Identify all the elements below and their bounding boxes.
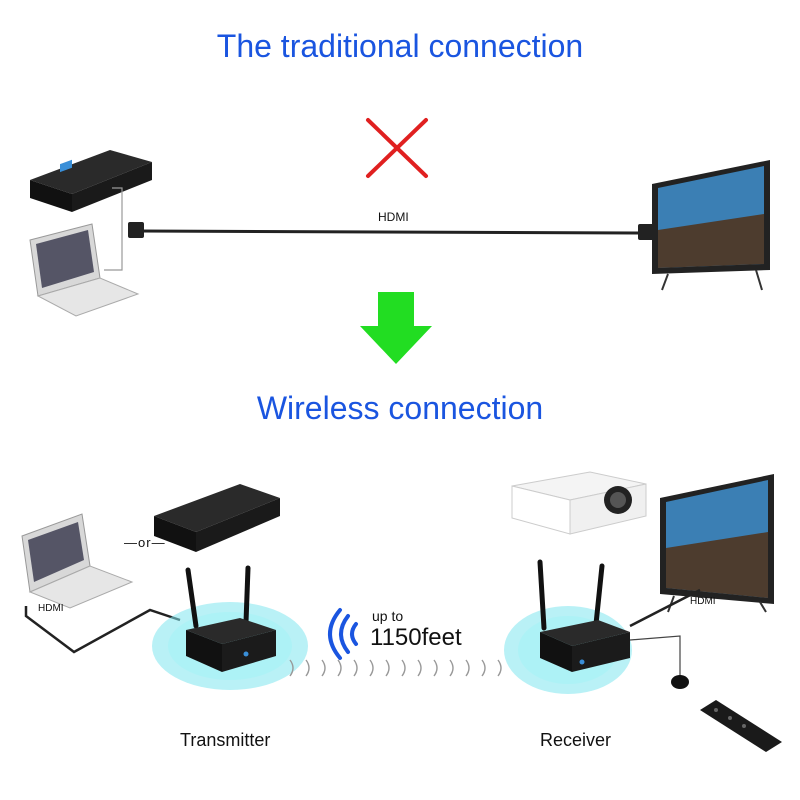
receiver-label: Receiver <box>540 730 612 750</box>
transmitter-label: Transmitter <box>180 730 271 750</box>
wave-arc <box>481 659 486 677</box>
wave-arc <box>497 659 502 677</box>
range-prefix: up to <box>372 608 404 624</box>
receiver-device <box>537 559 630 672</box>
wave-arc <box>369 659 374 677</box>
media-box-icon <box>30 150 152 212</box>
projector-icon <box>511 471 647 535</box>
hdmi-label-left: HDMI <box>38 603 64 614</box>
hdmi-cable <box>629 588 701 628</box>
red-x-icon <box>366 118 428 178</box>
wifi-signal-icon <box>328 608 358 660</box>
wave-arc <box>433 659 438 677</box>
tv-icon <box>660 474 774 613</box>
wave-arc <box>465 659 470 677</box>
ir-cable <box>629 635 681 676</box>
hdmi-cable <box>24 606 181 654</box>
laptop-icon <box>21 513 134 609</box>
wireless-title: Wireless connection <box>256 390 544 426</box>
ir-sensor-icon <box>671 675 689 689</box>
remote-control-icon <box>700 700 782 752</box>
green-down-arrow-icon <box>360 292 432 364</box>
wave-arc <box>449 659 454 677</box>
wave-arc <box>385 659 390 677</box>
or-label: —or— <box>124 535 166 550</box>
wave-arc <box>305 659 310 677</box>
or-label-text: or <box>138 535 152 550</box>
wave-arc <box>321 659 326 677</box>
laptop-icon <box>29 223 140 317</box>
hdmi-cable <box>128 222 654 240</box>
wave-arc <box>417 659 422 677</box>
tv-icon <box>652 160 770 291</box>
media-box-icon <box>154 484 280 552</box>
traditional-title: The traditional connection <box>216 28 584 64</box>
wave-arc <box>353 659 358 677</box>
wave-arc <box>337 659 342 677</box>
wave-arc <box>401 659 406 677</box>
hdmi-label-right: HDMI <box>690 596 716 607</box>
wireless-signal-waves <box>289 659 502 677</box>
range-value: 1150feet <box>370 624 462 651</box>
transmitter-device <box>185 565 276 672</box>
hdmi-cable-label: HDMI <box>378 210 409 224</box>
wave-arc <box>289 659 294 677</box>
source-bracket <box>104 187 123 271</box>
